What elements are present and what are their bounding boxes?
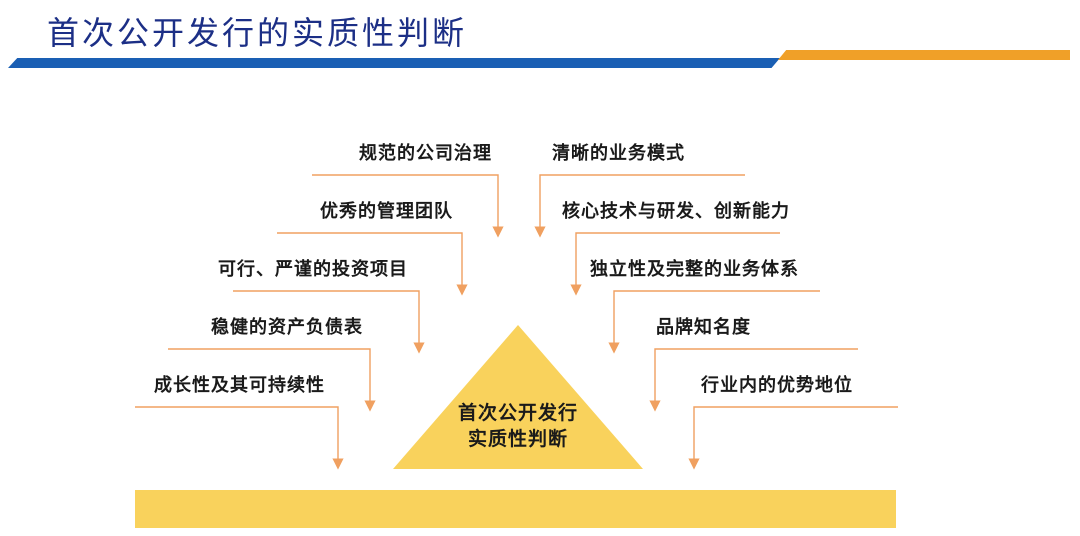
left-label-2: 优秀的管理团队 [320, 201, 453, 222]
connector-left-4 [168, 348, 376, 412]
header-bar-orange [778, 50, 1070, 60]
connector-right-4 [649, 348, 858, 412]
left-label-1: 规范的公司治理 [359, 143, 492, 164]
right-label-4: 品牌知名度 [656, 317, 751, 338]
header-bar-blue [8, 58, 780, 68]
right-label-1: 清晰的业务模式 [552, 143, 685, 164]
right-label-3: 独立性及完整的业务体系 [590, 259, 799, 280]
connector-right-3 [608, 290, 820, 354]
right-label-5: 行业内的优势地位 [701, 375, 853, 396]
triangle-label: 首次公开发行 实质性判断 [420, 400, 616, 452]
left-label-3: 可行、严谨的投资项目 [218, 259, 408, 280]
connector-left-2 [277, 232, 468, 296]
triangle-label-line1: 首次公开发行 [457, 402, 578, 424]
triangle-shape [393, 325, 643, 469]
connector-left-5 [135, 406, 344, 470]
connector-right-5 [688, 406, 898, 470]
left-label-4: 稳健的资产负债表 [211, 317, 363, 338]
connector-right-1 [534, 174, 745, 238]
connector-left-3 [233, 290, 425, 354]
connector-right-2 [570, 232, 780, 296]
page-title: 首次公开发行的实质性判断 [47, 14, 468, 52]
right-label-2: 核心技术与研发、创新能力 [562, 201, 790, 222]
left-label-5: 成长性及其可持续性 [154, 375, 325, 396]
connector-left-1 [312, 174, 504, 238]
triangle-label-line2: 实质性判断 [467, 428, 568, 450]
base-bar [135, 490, 896, 528]
